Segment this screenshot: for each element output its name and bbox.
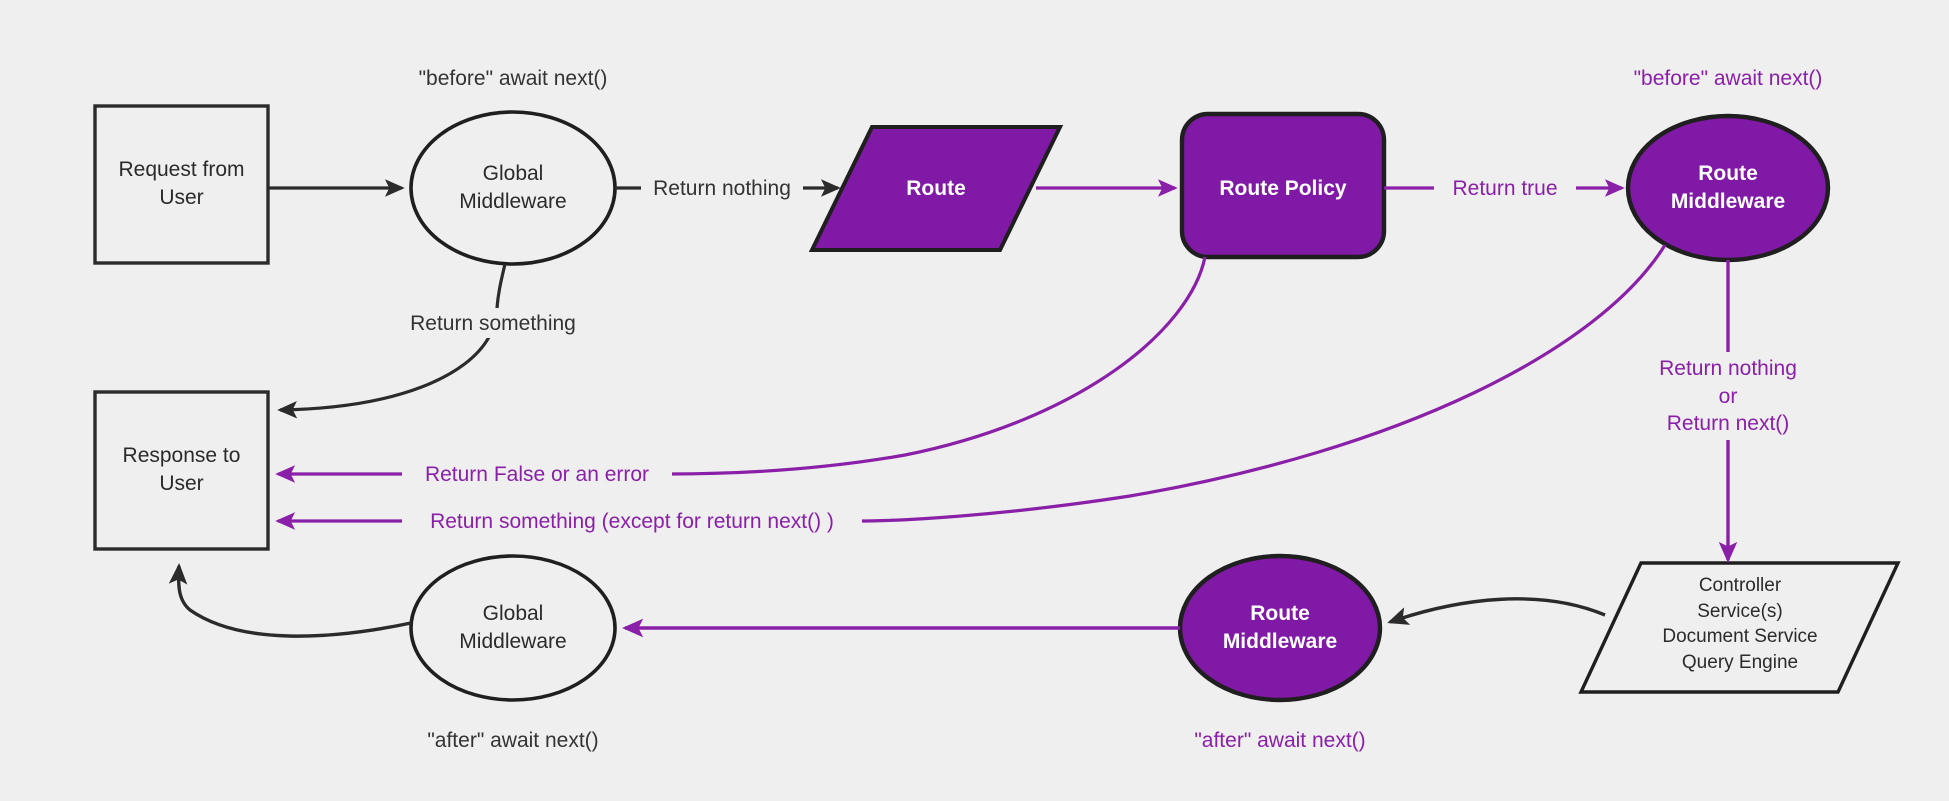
edge-route-middleware-return-something-curve xyxy=(857,244,1667,523)
node-request-from-user xyxy=(93,104,270,265)
node-route-policy xyxy=(1179,111,1387,260)
edge-label-return-nothing: Return nothing xyxy=(641,175,803,203)
edge-global-middleware-return-something-upper xyxy=(495,263,507,309)
node-controller-stack xyxy=(1578,561,1901,694)
node-route-middleware-bottom xyxy=(1177,553,1383,703)
edge-global-middleware-return-something-lower xyxy=(277,336,491,419)
node-route-middleware-top xyxy=(1625,113,1831,263)
edge-label-after-await-next-route: "after" await next() xyxy=(1160,727,1400,755)
node-global-middleware-bottom xyxy=(409,554,617,702)
edge-label-before-await-next-route: "before" await next() xyxy=(1608,65,1848,93)
edge-label-return-false-or-error: Return False or an error xyxy=(402,461,672,489)
edge-label-return-true: Return true xyxy=(1434,175,1576,203)
edge-global-middleware-bottom-to-response xyxy=(168,563,412,638)
node-label-controller-stack: Controller Service(s) Document Service Q… xyxy=(1662,575,1818,673)
edge-label-return-something-global: Return something xyxy=(398,310,588,338)
edge-route-policy-return-false-curve xyxy=(667,256,1207,476)
node-global-middleware-top xyxy=(409,110,617,266)
node-route xyxy=(808,125,1064,252)
edge-controller-to-route-middleware-bottom xyxy=(1387,597,1606,625)
edge-label-after-await-next-global: "after" await next() xyxy=(393,727,633,755)
edge-label-before-await-next-global: "before" await next() xyxy=(393,65,633,93)
edge-label-return-something-except-next: Return something (except for return next… xyxy=(402,508,862,536)
edge-label-return-nothing-or-next: Return nothing or Return next() xyxy=(1616,355,1840,439)
node-response-to-user xyxy=(93,390,270,551)
